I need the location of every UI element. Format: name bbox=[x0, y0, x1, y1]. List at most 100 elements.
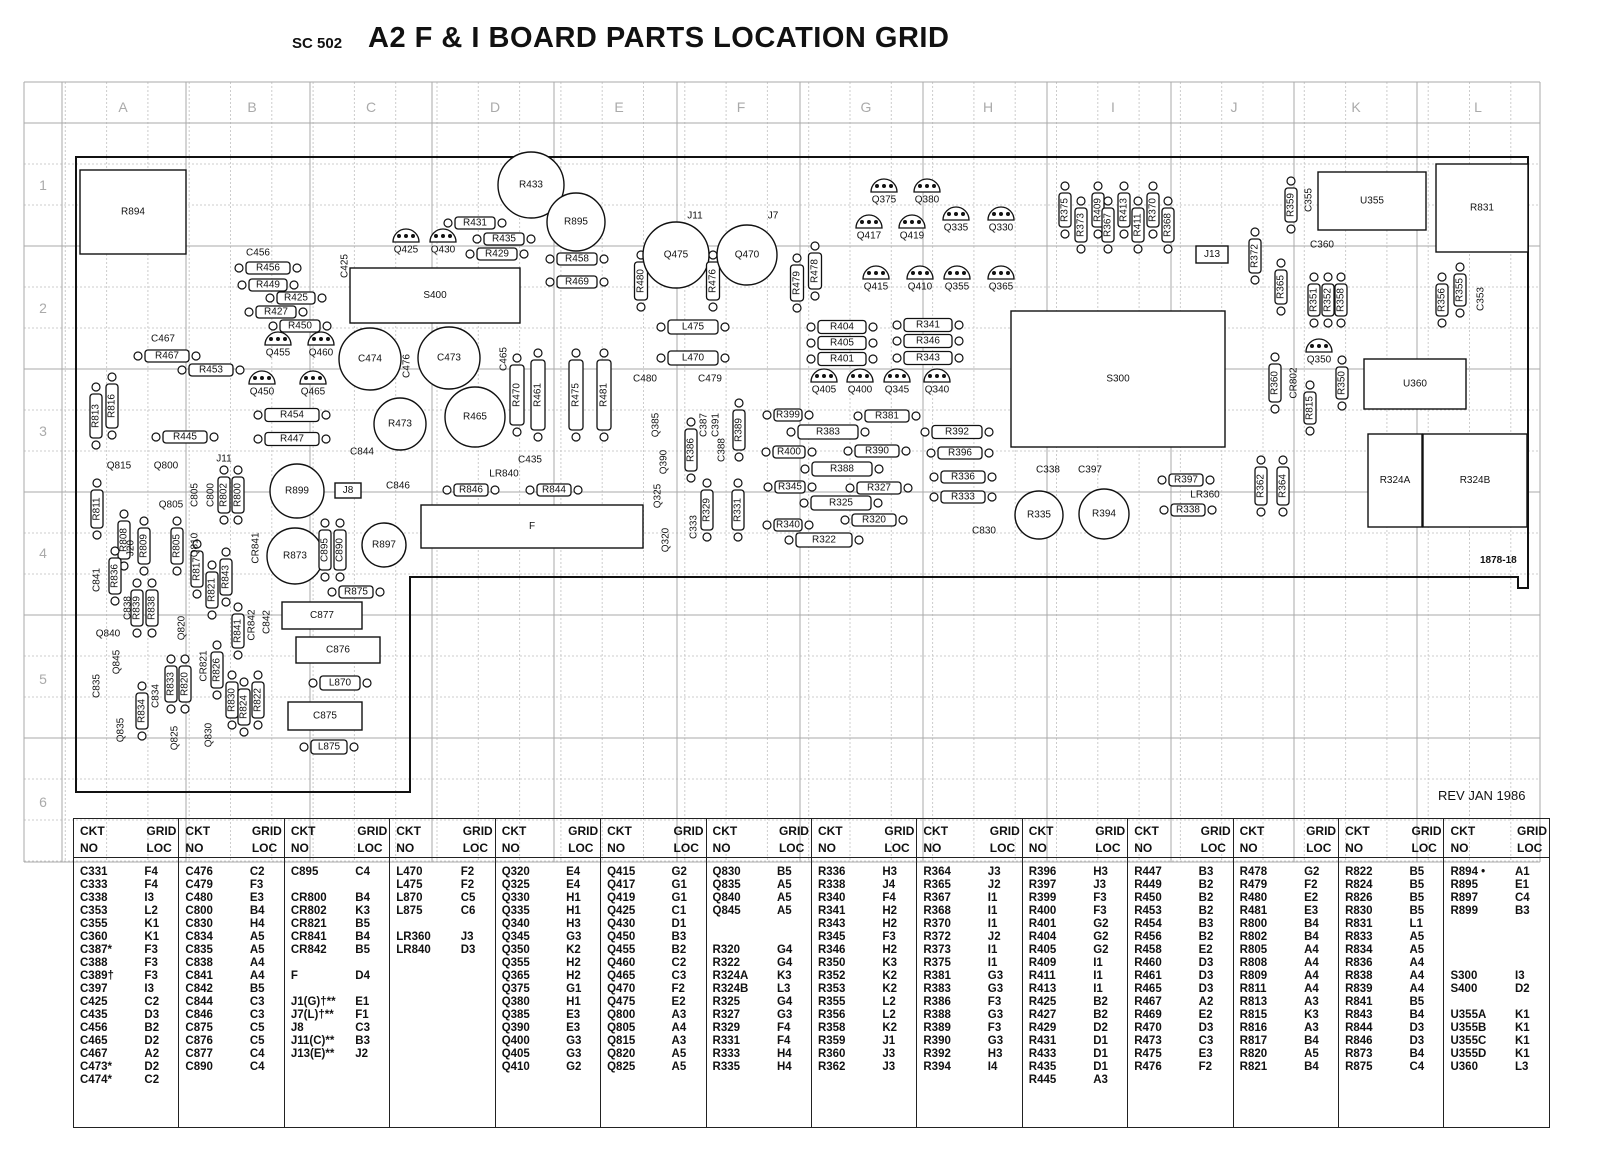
component-label: R392 bbox=[945, 427, 969, 438]
resistor bbox=[596, 348, 612, 442]
ckt-number: R808 bbox=[1239, 957, 1268, 969]
grid-location: G3 bbox=[566, 1048, 582, 1060]
capacitor bbox=[546, 192, 606, 252]
ckt-number: C397 bbox=[80, 983, 108, 995]
component-label: R343 bbox=[916, 353, 940, 364]
component-label: Q845 bbox=[112, 649, 123, 674]
grid-location: F4 bbox=[776, 1035, 791, 1047]
resistor bbox=[1303, 380, 1317, 436]
ckt-number: Q330 bbox=[501, 892, 530, 904]
ckt-number: Q325 bbox=[501, 879, 530, 891]
grid-location: B5 bbox=[1409, 905, 1425, 917]
resistor bbox=[530, 348, 546, 442]
component-label: C391 bbox=[711, 413, 722, 437]
ckt-number: CR800 bbox=[290, 892, 327, 904]
component-label: R399 bbox=[776, 410, 800, 421]
ckt-number: R364 bbox=[923, 866, 951, 878]
transistor bbox=[943, 265, 971, 280]
capacitor bbox=[716, 224, 778, 286]
grid-location: E1 bbox=[1515, 879, 1530, 891]
component-label: Q415 bbox=[864, 282, 889, 293]
resistor bbox=[1248, 227, 1262, 285]
grid-location: F3 bbox=[987, 1022, 1002, 1034]
grid-location: E2 bbox=[1198, 944, 1213, 956]
component-body bbox=[1367, 433, 1423, 528]
resistor bbox=[799, 495, 883, 511]
grid-location: A5 bbox=[1304, 1048, 1319, 1060]
ckt-number: F bbox=[290, 970, 298, 982]
ckt-number: Q815 bbox=[607, 1035, 636, 1047]
resistor bbox=[178, 654, 192, 714]
ckt-number: J13(E)** bbox=[290, 1048, 335, 1060]
component-label: R359 bbox=[1286, 193, 1297, 217]
table-row: C473*D2 bbox=[80, 1061, 176, 1074]
component-label: R461 bbox=[533, 383, 544, 407]
component-label: C830 bbox=[972, 526, 996, 537]
ckt-number: R381 bbox=[923, 970, 951, 982]
component-label: C800 bbox=[206, 483, 217, 507]
ckt-number: C425 bbox=[80, 996, 108, 1008]
ckt-number: C465 bbox=[80, 1035, 108, 1047]
component-label: R897 bbox=[372, 540, 396, 551]
grid-location: D3 bbox=[1198, 957, 1214, 969]
component-body bbox=[79, 169, 187, 255]
ckt-number: R838 bbox=[1345, 970, 1373, 982]
grid-location: K1 bbox=[144, 931, 160, 943]
grid-location: K3 bbox=[776, 970, 792, 982]
component-label: R331 bbox=[733, 498, 744, 522]
ckt-number: U360 bbox=[1450, 1061, 1478, 1073]
component-label: S300 bbox=[1106, 374, 1130, 385]
ckt-number: C841 bbox=[185, 970, 213, 982]
component-label: Q385 bbox=[651, 412, 662, 437]
grid-location: G3 bbox=[987, 970, 1004, 982]
ckt-number: S300 bbox=[1450, 970, 1478, 982]
resistor bbox=[443, 216, 507, 230]
resistor bbox=[892, 350, 964, 366]
resistor bbox=[333, 518, 347, 582]
component-label: C425 bbox=[340, 254, 351, 278]
ckt-number: Q805 bbox=[607, 1022, 636, 1034]
component-label: C805 bbox=[190, 483, 201, 507]
component-label: L870 bbox=[329, 678, 352, 689]
grid-location: F1 bbox=[355, 1009, 369, 1021]
resistor bbox=[761, 445, 817, 459]
ckt-number: R846 bbox=[1345, 1035, 1373, 1047]
grid-row-label: 2 bbox=[39, 300, 47, 316]
ckt-number: R895 bbox=[1450, 879, 1478, 891]
ckt-number: R480 bbox=[1239, 892, 1268, 904]
component-label: Q450 bbox=[250, 387, 275, 398]
resistor bbox=[117, 509, 131, 571]
ckt-number: J11(C)** bbox=[290, 1035, 335, 1047]
ckt-number: R469 bbox=[1134, 1009, 1162, 1021]
component-label: C476 bbox=[402, 354, 413, 378]
grid-location: E2 bbox=[671, 996, 686, 1008]
grid-location: G1 bbox=[671, 879, 687, 891]
component-label: R355 bbox=[1455, 278, 1466, 302]
resistor bbox=[231, 602, 245, 660]
grid-location: A4 bbox=[1304, 944, 1319, 956]
ckt-number: R450 bbox=[1134, 892, 1162, 904]
transistor bbox=[987, 265, 1015, 280]
grid-location: B4 bbox=[1409, 1048, 1425, 1060]
component-label: Q430 bbox=[431, 245, 456, 256]
